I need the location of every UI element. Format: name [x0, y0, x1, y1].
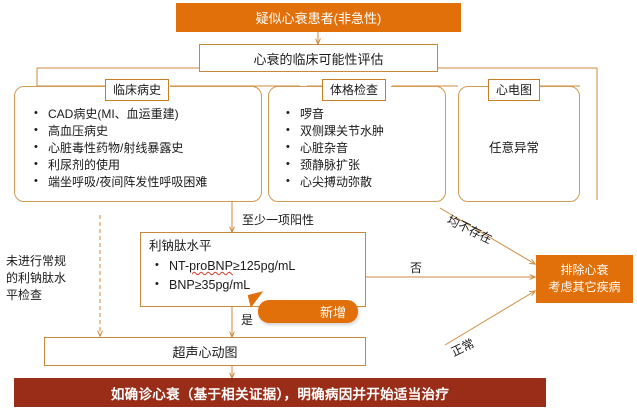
- ecg-body-text: 任意异常: [489, 141, 540, 155]
- list-item: 心尖搏动弥散: [284, 173, 384, 191]
- box-exclude-heart-failure: 排除心衰 考虑其它疾病: [536, 255, 633, 303]
- box-echocardiogram: 超声心动图: [44, 337, 366, 366]
- panel-ecg: [458, 86, 580, 202]
- list-item: 双侧踝关节水肿: [284, 122, 384, 140]
- list-item: 心脏杂音: [284, 139, 384, 157]
- side-note-line: 平检查: [6, 288, 43, 302]
- list-item: BNP≥35pg/mL: [149, 275, 365, 295]
- side-note-line: 未进行常规: [6, 254, 67, 268]
- np-box-heading: 利钠肽水平: [149, 239, 212, 253]
- exclude-line-1: 排除心衰: [560, 263, 609, 277]
- panel-title-ecg: 心电图: [488, 79, 541, 101]
- label-none-present: 均不存在: [444, 212, 495, 247]
- label-no: 否: [410, 261, 423, 275]
- label-at-least-one-positive: 至少一项阳性: [242, 213, 315, 227]
- list-item: 端坐呼吸/夜间阵发性呼吸困难: [32, 173, 207, 191]
- list-item: NT-proBNP≥125pg/mL: [149, 256, 365, 276]
- list-item: 颈静脉扩张: [284, 156, 384, 174]
- side-note-line: 的利钠肽水: [6, 271, 67, 285]
- bar-confirmed-diagnosis: 如确诊心衰（基于相关证据），明确病因并开始适当治疗: [14, 378, 546, 407]
- list-item: CAD病史(MI、血运重建): [32, 105, 207, 123]
- np-underlined-term: proBNP: [189, 259, 233, 273]
- list-physical-exam: 啰音 双侧踝关节水肿 心脏杂音 颈静脉扩张 心尖搏动弥散: [284, 105, 384, 191]
- panel-title-clinical-history: 临床病史: [105, 79, 170, 101]
- label-normal: 正常: [448, 336, 477, 360]
- list-item: 啰音: [284, 105, 384, 123]
- title-bar-suspected-hf: 疑似心衰患者(非急性): [176, 3, 461, 32]
- side-note-no-routine-np: 未进行常规 的利钠肽水 平检查: [6, 253, 66, 304]
- list-item: 利尿剂的使用: [32, 156, 207, 174]
- panel-title-physical-exam: 体格检查: [322, 79, 387, 101]
- exclude-line-2: 考虑其它疾病: [548, 280, 621, 294]
- list-item: 心脏毒性药物/射线暴露史: [32, 139, 207, 157]
- arrow-normal: [444, 291, 535, 346]
- list-item: 高血压病史: [32, 122, 207, 140]
- box-natriuretic-peptide: 利钠肽水平 NT-proBNP≥125pg/mL BNP≥35pg/mL: [140, 232, 366, 307]
- callout-new-addition: 新增: [258, 300, 358, 323]
- box-clinical-probability-assessment: 心衰的临床可能性评估: [199, 44, 438, 72]
- list-natriuretic-thresholds: NT-proBNP≥125pg/mL BNP≥35pg/mL: [149, 256, 365, 295]
- list-clinical-history: CAD病史(MI、血运重建) 高血压病史 心脏毒性药物/射线暴露史 利尿剂的使用…: [32, 105, 207, 191]
- label-yes: 是: [241, 313, 254, 327]
